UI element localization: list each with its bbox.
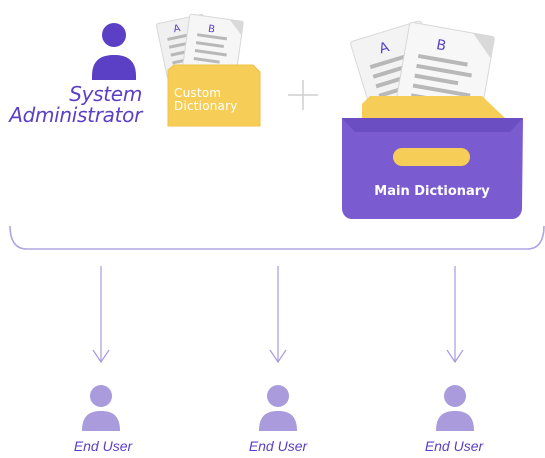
custom-dictionary-line-2: Dictionary: [174, 98, 238, 113]
system-administrator-line-2: Administrator: [9, 103, 142, 127]
plus-icon: [288, 80, 318, 110]
main-letter-b: B: [435, 37, 447, 54]
custom-dictionary-graphic: A B: [155, 13, 261, 127]
end-user-label-3: End User: [424, 438, 484, 454]
system-administrator-label: System Administrator: [0, 84, 142, 126]
end-user-label-2: End User: [248, 438, 308, 454]
system-administrator-line-1: System: [69, 82, 142, 106]
arrow-end-user-2: [269, 266, 287, 364]
end-user-label-1: End User: [73, 438, 133, 454]
custom-dictionary-line-1: Custom: [174, 86, 222, 100]
custom-dictionary-label: Custom Dictionary: [174, 87, 254, 112]
end-user-icon-2: [259, 385, 297, 431]
custom-letter-a: A: [172, 23, 181, 35]
grouping-bracket: [9, 225, 545, 250]
main-dictionary-graphic: A B: [342, 20, 523, 219]
arrow-end-user-1: [92, 266, 110, 364]
custom-letter-b: B: [207, 24, 215, 36]
system-admin-icon: [92, 23, 136, 80]
main-dictionary-label: Main Dictionary: [374, 184, 490, 199]
arrow-end-user-3: [446, 266, 464, 364]
end-user-icon-1: [82, 385, 120, 431]
end-user-icon-3: [436, 385, 474, 431]
